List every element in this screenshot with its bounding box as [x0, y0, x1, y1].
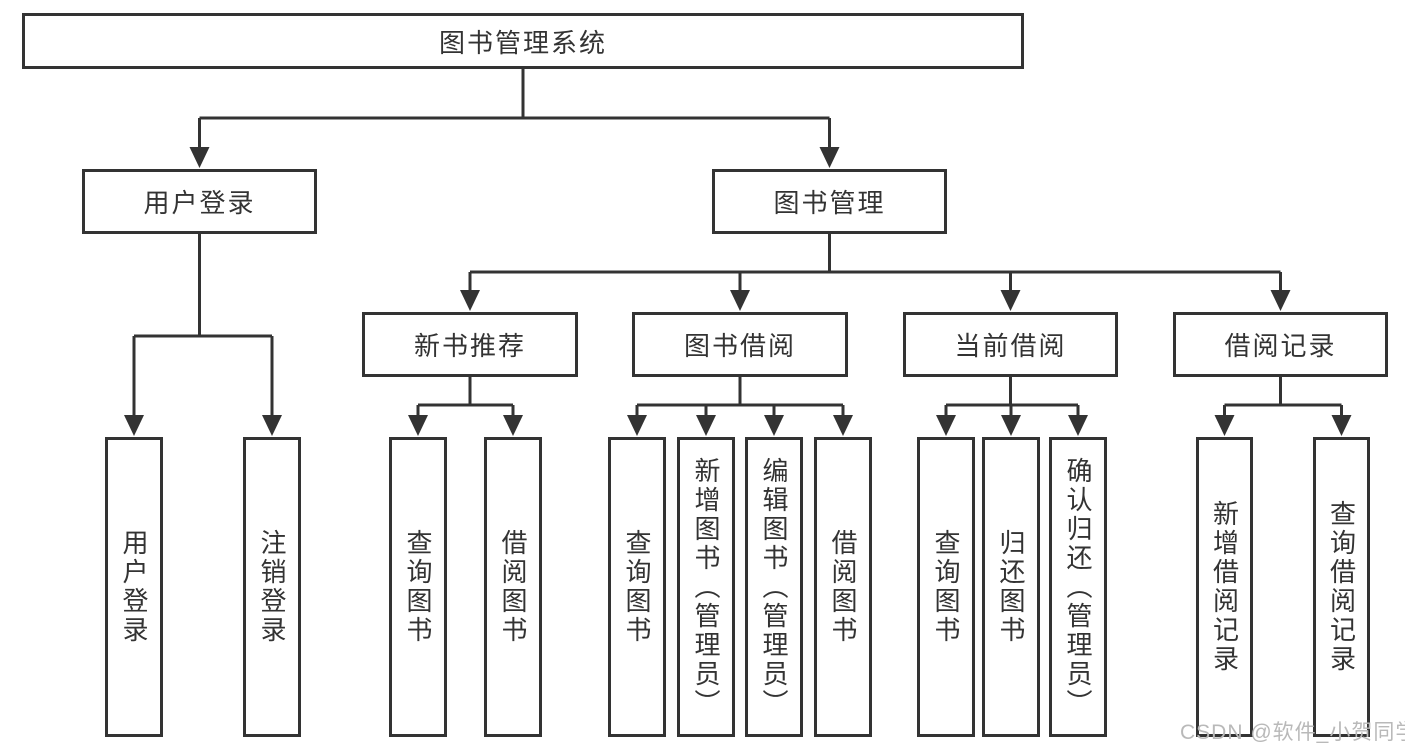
csdn-watermark: CSDN @软件_小贺同学	[1180, 721, 1405, 744]
connector-book-borrow-to-children	[627, 377, 853, 436]
node-borrow-borrow-books: 借阅图书	[814, 437, 872, 737]
node-current-borrow: 当前借阅	[903, 312, 1118, 377]
node-recommend-query-books: 查询图书	[389, 437, 447, 737]
node-borrow-add-books-admin: 新增图书（管理员）	[677, 437, 735, 737]
node-borrow-edit-books-admin: 编辑图书（管理员）	[745, 437, 803, 737]
node-new-book-recommend: 新书推荐	[362, 312, 578, 377]
node-logout: 注销登录	[243, 437, 301, 737]
connector-current-borrow-to-children	[936, 377, 1088, 436]
connector-user-login-to-children	[124, 234, 282, 436]
node-current-return-books: 归还图书	[982, 437, 1040, 737]
node-current-query-books: 查询图书	[917, 437, 975, 737]
node-user-login: 用户登录	[82, 169, 317, 234]
node-book-borrow: 图书借阅	[632, 312, 848, 377]
node-user-login-leaf: 用户登录	[105, 437, 163, 737]
node-records-add-record: 新增借阅记录	[1196, 437, 1253, 737]
node-current-confirm-return-admin: 确认归还（管理员）	[1049, 437, 1107, 737]
node-root: 图书管理系统	[22, 13, 1024, 69]
node-records-query-record: 查询借阅记录	[1313, 437, 1370, 737]
connector-root-to-level2	[189, 69, 840, 168]
connector-new-book-recommend-to-children	[408, 377, 523, 436]
node-recommend-borrow-books: 借阅图书	[484, 437, 542, 737]
node-borrow-query-books: 查询图书	[608, 437, 666, 737]
node-borrow-records: 借阅记录	[1173, 312, 1388, 377]
node-book-management: 图书管理	[712, 169, 947, 234]
connector-book-management-to-level3	[460, 234, 1291, 311]
connector-borrow-records-to-children	[1214, 377, 1352, 436]
